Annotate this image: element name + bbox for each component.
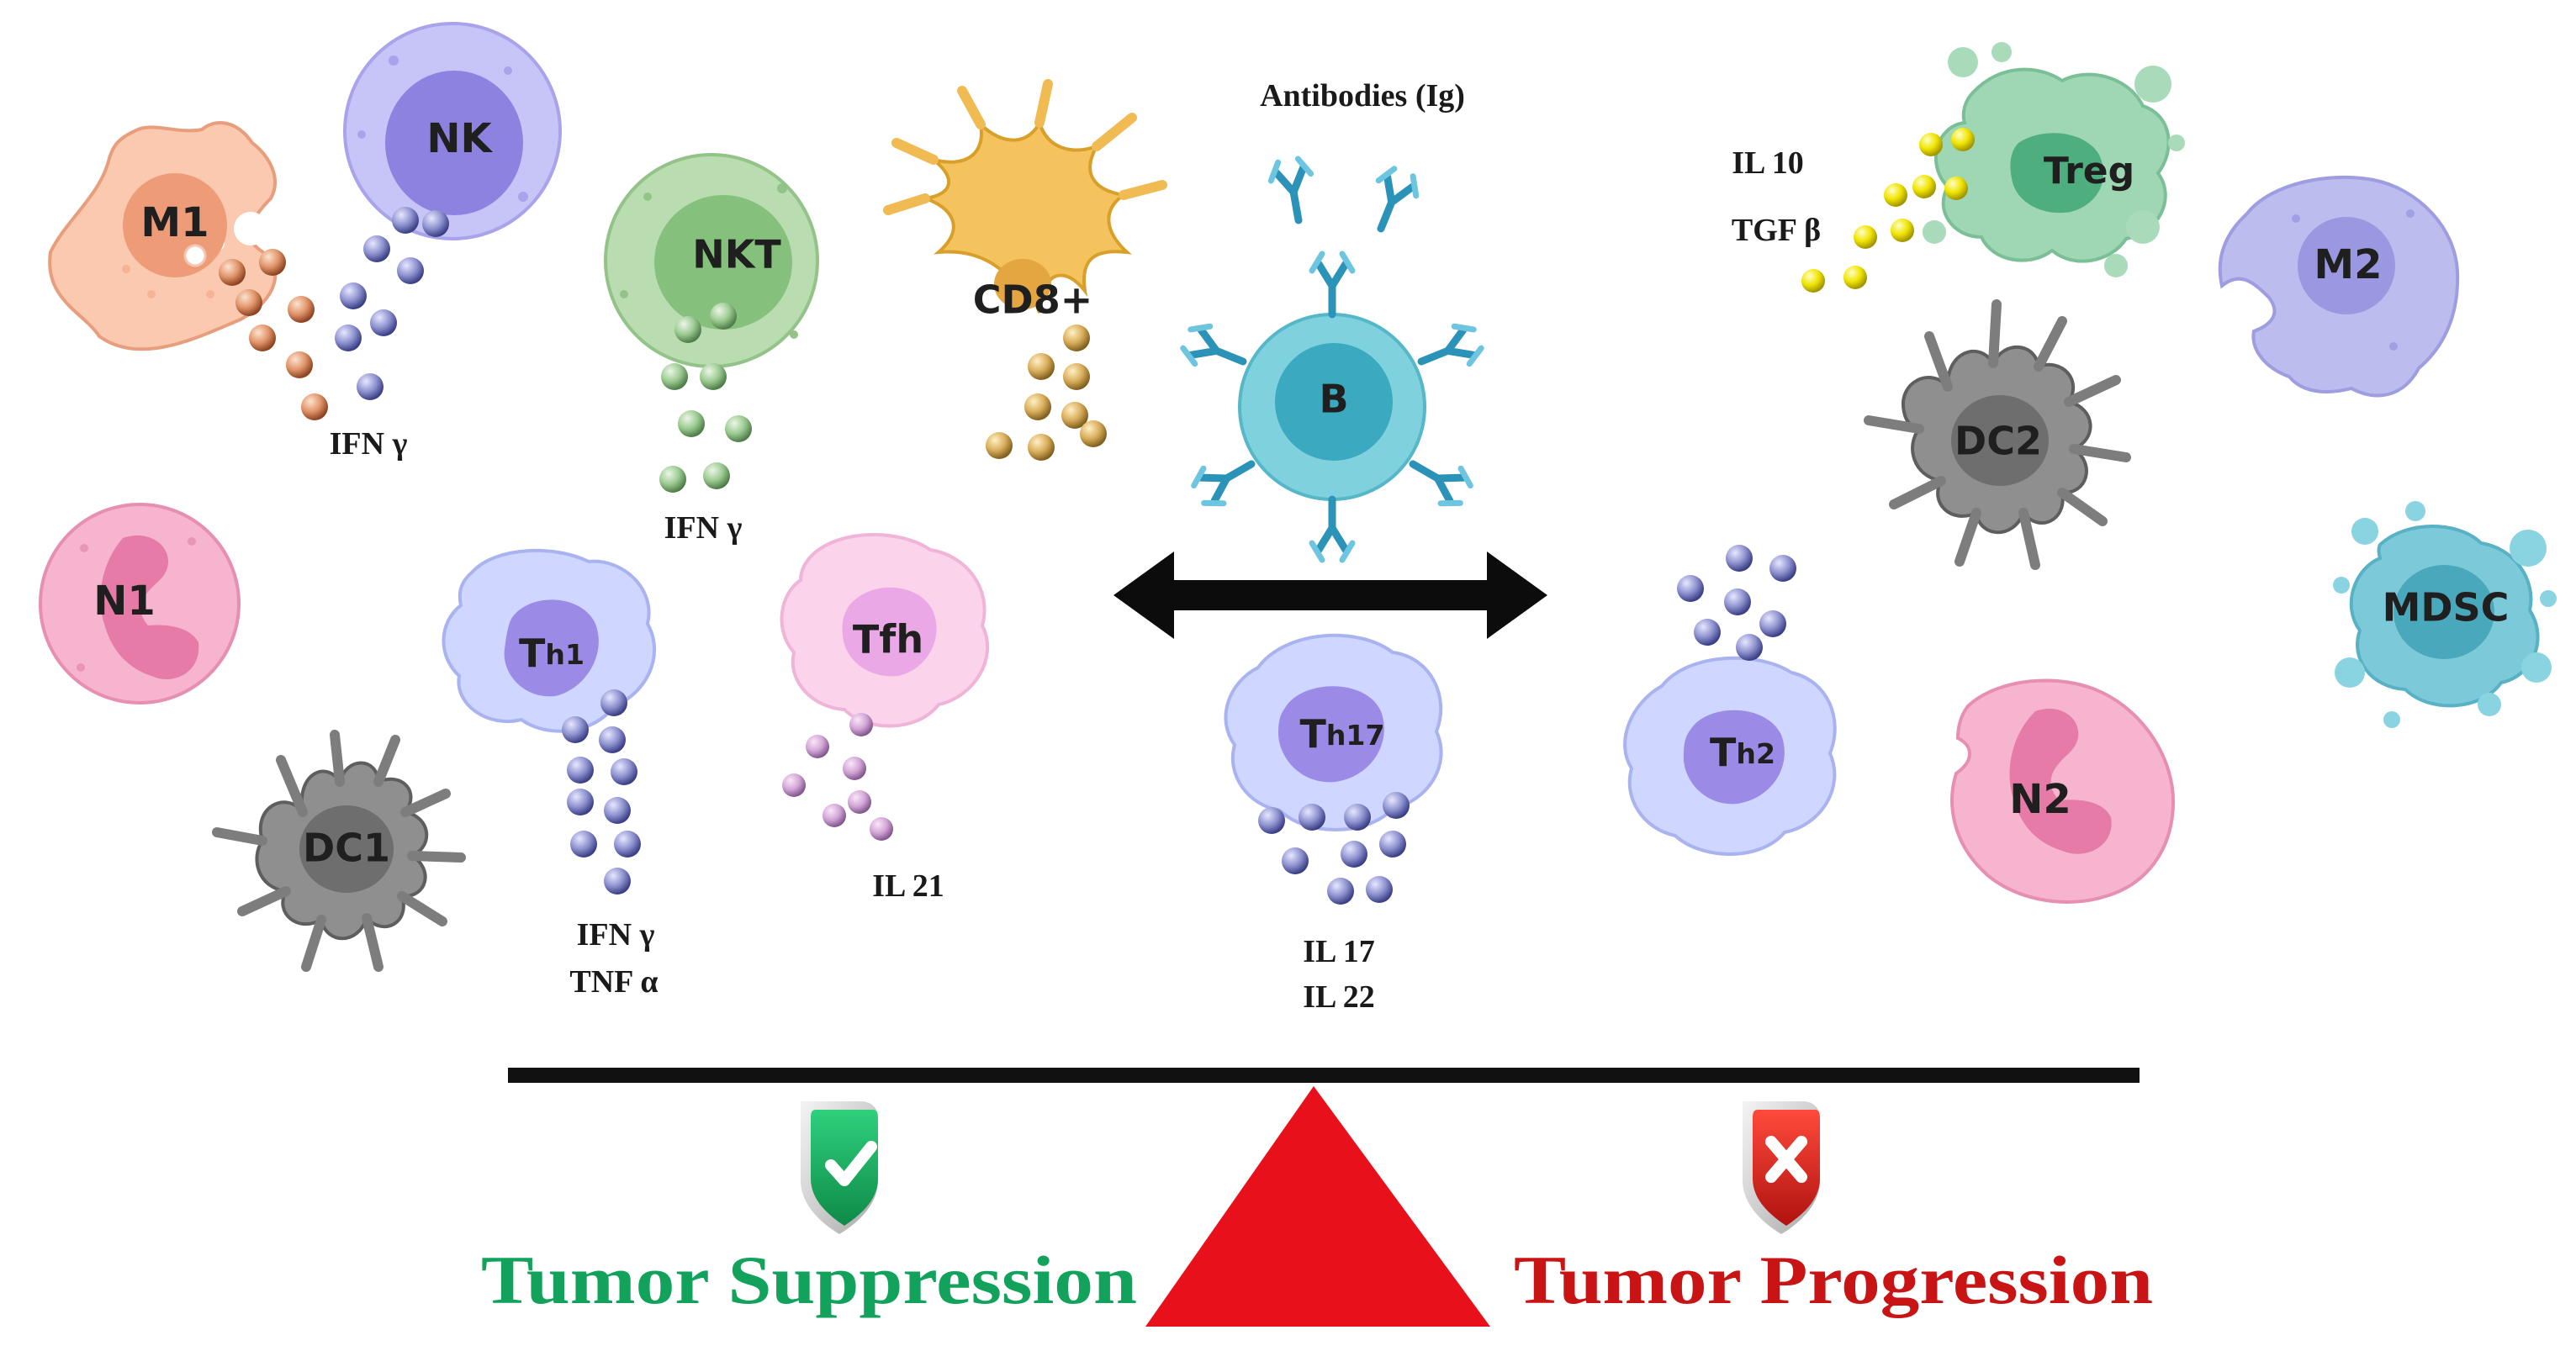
- th1-ifn-gamma-label: IFN γ: [577, 917, 655, 953]
- dc1-cell: DC1: [212, 730, 466, 972]
- m1-cytokine-cluster: [183, 244, 328, 420]
- nkt-cytokine-cluster: [659, 303, 752, 493]
- n1-neutrophil: N1: [39, 503, 241, 705]
- tumor-progression-label: Tumor Progression: [1514, 1242, 2153, 1318]
- cd8-cell: CD8+: [883, 79, 1167, 323]
- n2-label: N2: [2009, 776, 2071, 823]
- th2-label-sub: h2: [1736, 737, 1775, 770]
- dc2-cell: DC2: [1864, 299, 2131, 570]
- th1-tnf-alpha-label: TNF α: [569, 964, 658, 1000]
- nkt-label: NKT: [692, 232, 781, 277]
- tgf-beta-label: TGF β: [1732, 213, 1821, 248]
- tfh-cell: Tfh: [780, 533, 989, 728]
- b-cell: B: [1179, 254, 1484, 560]
- m1-label: M1: [140, 199, 209, 246]
- treg-label: Treg: [2044, 150, 2134, 193]
- il10-label: IL 10: [1732, 145, 1804, 181]
- balance-beam: [508, 1068, 2140, 1083]
- nkt-ifn-gamma-label: IFN γ: [664, 510, 743, 546]
- th17-cell: Th17: [1224, 633, 1443, 831]
- treg-cytokine-cluster: [1801, 128, 1975, 293]
- nk-cytokine-cluster: [335, 207, 449, 400]
- th17-label: Th17: [1299, 711, 1384, 757]
- th1-label-sub: h1: [545, 638, 584, 671]
- b-label: B: [1319, 377, 1348, 422]
- il22-label: IL 22: [1303, 979, 1375, 1015]
- th2-cytokine-cluster: [1677, 545, 1796, 661]
- free-antibody-icon: [1268, 157, 1319, 224]
- th1-label-main: T: [519, 631, 546, 676]
- cd8-label: CD8+: [973, 277, 1093, 323]
- m2-macrophage: M2: [2218, 175, 2460, 398]
- th1-label: Th1: [519, 631, 584, 676]
- il17-label: IL 17: [1303, 934, 1375, 969]
- nkt-cell: NKT: [604, 153, 819, 368]
- th1-cell: Th1: [442, 548, 657, 733]
- nk-cell: NK: [343, 22, 562, 240]
- dc1-label: DC1: [303, 826, 390, 871]
- dc2-label: DC2: [1954, 419, 2042, 464]
- th17-label-sub: h17: [1326, 719, 1385, 752]
- free-antibody-icon: [1362, 165, 1422, 236]
- balance-fulcrum: [1145, 1086, 1490, 1327]
- m1-macrophage: M1: [48, 121, 278, 351]
- mdsc-cell: MDSC: [2333, 501, 2557, 728]
- th17-label-main: T: [1299, 711, 1326, 757]
- tumor-suppression-label: Tumor Suppression: [481, 1242, 1137, 1318]
- tfh-cytokine-cluster: [782, 713, 893, 841]
- mdsc-label: MDSC: [2383, 585, 2510, 631]
- tfh-label: Tfh: [853, 617, 923, 662]
- n2-neutrophil: N2: [1950, 678, 2176, 904]
- n1-label: N1: [93, 578, 156, 625]
- antibodies-label: Antibodies (Ig): [1260, 78, 1465, 113]
- th2-label: Th2: [1710, 730, 1775, 775]
- treg-cell: Treg: [1923, 42, 2185, 277]
- nk-label: NK: [426, 115, 493, 162]
- nk-ifn-gamma-label: IFN γ: [330, 426, 408, 462]
- th2-label-main: T: [1710, 730, 1737, 775]
- il21-label: IL 21: [872, 868, 944, 904]
- th17-cytokine-cluster: [1258, 792, 1410, 905]
- shield-x-icon: [1743, 1101, 1820, 1234]
- m2-label: M2: [2314, 241, 2382, 288]
- shield-check-icon: [801, 1101, 878, 1234]
- cd8-cytokine-cluster: [986, 325, 1107, 461]
- th1-cytokine-cluster: [562, 689, 641, 895]
- double-arrow-icon: [1113, 551, 1547, 639]
- th2-cell: Th2: [1623, 656, 1837, 856]
